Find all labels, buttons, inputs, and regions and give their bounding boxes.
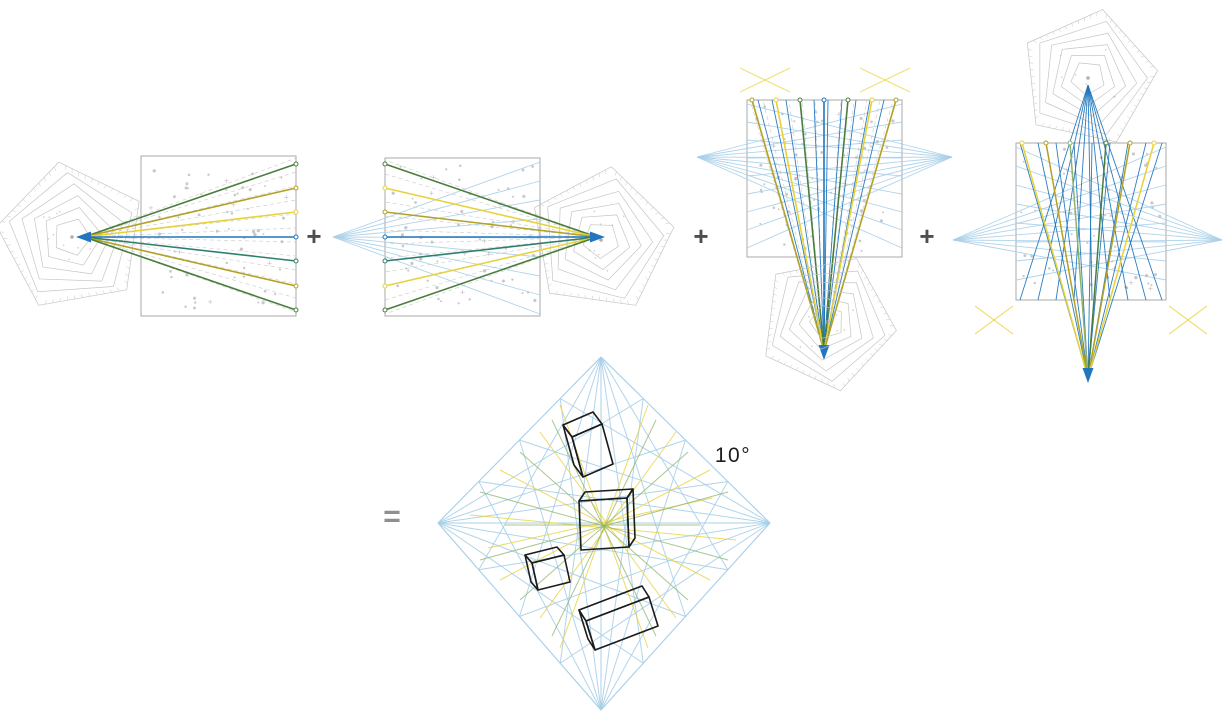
diagram-double-vanishing-point bbox=[952, 9, 1223, 383]
diagram-right-vanishing-point bbox=[332, 157, 675, 317]
plus-operator-2: + bbox=[693, 221, 709, 251]
diagram-left-vanishing-point bbox=[0, 155, 299, 317]
angle-label: 10° bbox=[714, 444, 752, 467]
equals-operator: = bbox=[383, 500, 401, 533]
result-box-wireframes bbox=[524, 411, 659, 651]
plus-operator-3: + bbox=[919, 221, 935, 251]
result-star-diagram bbox=[437, 356, 771, 711]
plus-operator-1: + bbox=[306, 221, 322, 251]
diagram-down-vanishing-point bbox=[696, 67, 953, 392]
